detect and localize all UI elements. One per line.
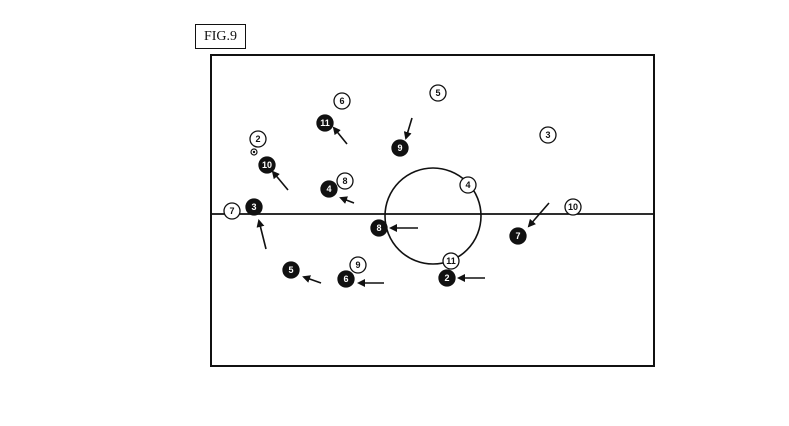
player-dark-10: 10 <box>258 156 276 174</box>
player-number: 3 <box>545 130 550 140</box>
player-number: 11 <box>446 256 456 266</box>
player-marker <box>333 92 351 110</box>
player-marker <box>370 219 388 237</box>
player-light-2: 2 <box>249 130 267 148</box>
player-marker <box>539 126 557 144</box>
ball-dot <box>252 150 256 154</box>
player-marker <box>438 269 456 287</box>
player-marker <box>349 256 367 274</box>
player-marker <box>282 261 300 279</box>
player-number: 7 <box>229 206 234 216</box>
movement-arrows <box>256 117 550 287</box>
player-number: 9 <box>397 143 402 153</box>
figure-label: FIG.9 <box>195 24 246 49</box>
player-marker <box>258 156 276 174</box>
player-marker <box>223 202 241 220</box>
player-number: 8 <box>376 223 381 233</box>
arrow-dark-9 <box>403 117 413 140</box>
player-marker <box>336 172 354 190</box>
pitch-boundary <box>210 54 655 367</box>
player-number: 6 <box>343 274 348 284</box>
centre-circle <box>384 167 482 265</box>
players-layer: 6 5 3 2 8 4 7 10 9 11 11 9 10 4 3 8 5 6 2 7 <box>223 84 582 288</box>
player-marker <box>429 84 447 102</box>
player-number: 10 <box>568 202 578 212</box>
player-number: 4 <box>465 180 470 190</box>
player-number: 5 <box>288 265 293 275</box>
arrow-dark-3 <box>256 219 267 250</box>
player-marker <box>337 270 355 288</box>
player-marker <box>245 198 263 216</box>
player-number: 10 <box>262 160 272 170</box>
player-number: 9 <box>355 260 360 270</box>
player-number: 11 <box>320 118 330 128</box>
player-light-4: 4 <box>459 176 477 194</box>
arrow-dark-11 <box>332 126 348 145</box>
player-light-3: 3 <box>539 126 557 144</box>
player-light-6: 6 <box>333 92 351 110</box>
player-light-9: 9 <box>349 256 367 274</box>
player-marker <box>564 198 582 216</box>
player-number: 6 <box>339 96 344 106</box>
player-dark-11: 11 <box>316 114 334 132</box>
player-marker <box>442 252 460 270</box>
arrow-dark-10 <box>271 170 289 191</box>
player-number: 5 <box>435 88 440 98</box>
player-light-7: 7 <box>223 202 241 220</box>
player-light-5: 5 <box>429 84 447 102</box>
player-marker <box>249 130 267 148</box>
player-marker <box>391 139 409 157</box>
player-number: 2 <box>444 273 449 283</box>
player-dark-8: 8 <box>370 219 388 237</box>
player-dark-6: 6 <box>337 270 355 288</box>
player-light-8: 8 <box>336 172 354 190</box>
arrow-dark-7 <box>527 202 550 228</box>
arrow-dark-5 <box>302 275 322 284</box>
arrow-dark-4 <box>339 196 355 204</box>
player-number: 4 <box>326 184 331 194</box>
player-number: 8 <box>342 176 347 186</box>
player-light-11: 11 <box>442 252 460 270</box>
player-marker <box>316 114 334 132</box>
player-marker <box>509 227 527 245</box>
player-number: 7 <box>515 231 520 241</box>
player-light-10: 10 <box>564 198 582 216</box>
player-number: 2 <box>255 134 260 144</box>
player-dark-4: 4 <box>320 180 338 198</box>
player-dark-5: 5 <box>282 261 300 279</box>
player-marker <box>320 180 338 198</box>
player-number: 3 <box>251 202 256 212</box>
player-marker <box>459 176 477 194</box>
player-dark-9: 9 <box>391 139 409 157</box>
player-dark-3: 3 <box>245 198 263 216</box>
player-dark-7: 7 <box>509 227 527 245</box>
player-dark-2: 2 <box>438 269 456 287</box>
